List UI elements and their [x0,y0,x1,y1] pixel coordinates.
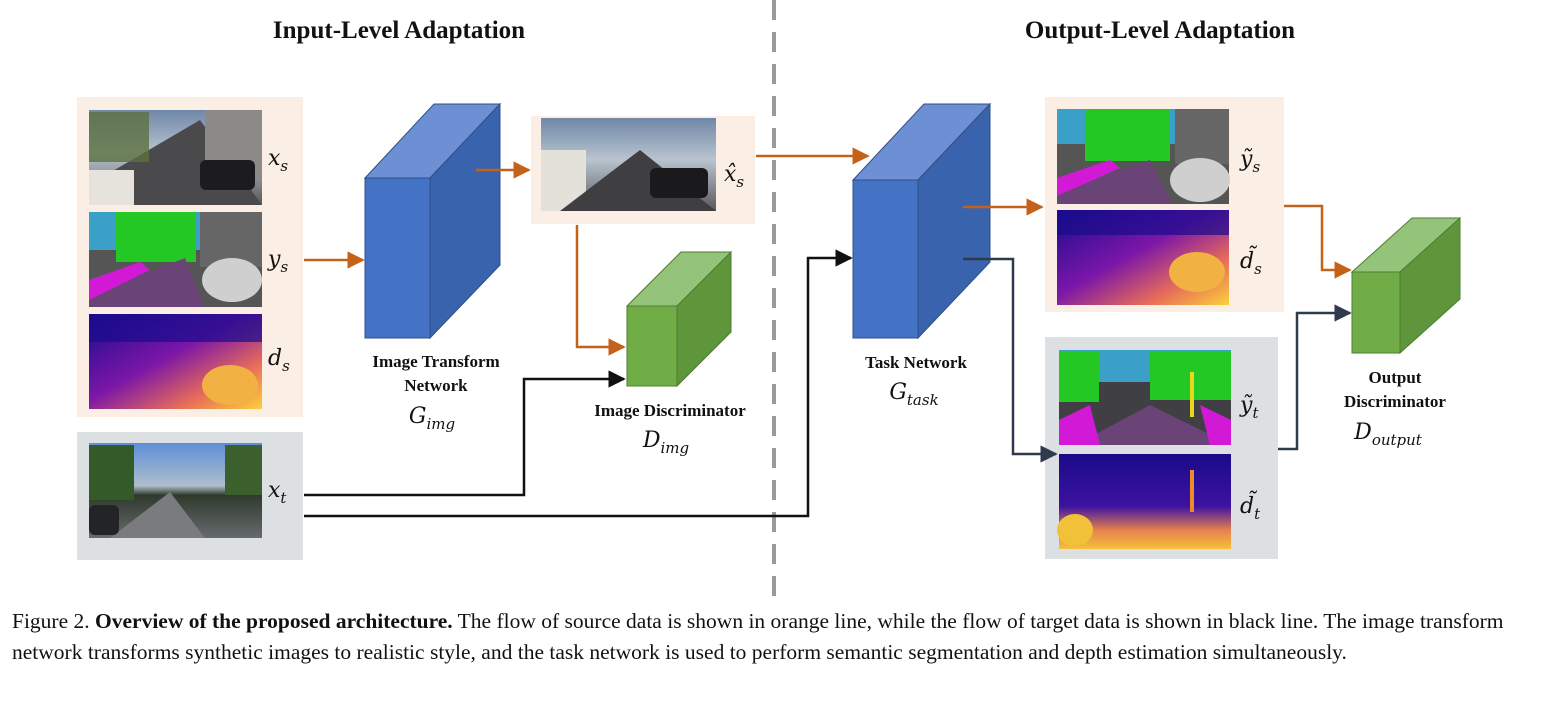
input-level-title: Input-Level Adaptation [273,17,525,44]
arrow-xhat-to-image-discriminator [575,225,626,356]
arrow-task-network-to-target-predictions [963,257,1058,463]
task-network-symbol: Gtask [889,380,938,409]
label-d-s: ds [268,346,290,375]
image-transform-network-block [363,102,502,340]
image-transform-label-line2: Network [404,376,468,395]
label-x-t: xt [268,478,287,507]
image-discriminator-symbol: Dimg [642,428,689,457]
task-network-block [851,102,992,340]
arrow-xt-to-task-network [304,249,853,518]
label-dtilde-t: d̃t [1240,489,1261,523]
label-dtilde-s: d̃s [1240,244,1262,278]
caption-prefix: Figure 2. [12,609,96,633]
source-segmentation-prediction-thumbnail [1057,109,1230,204]
target-depth-prediction-thumbnail [1057,454,1231,549]
image-discriminator-block [625,250,733,388]
output-discriminator-label-line2: Discriminator [1344,392,1446,411]
figure-caption: Figure 2. Overview of the proposed archi… [12,606,1547,668]
output-discriminator-block [1350,216,1462,355]
caption-text: The flow of source data is shown in oran… [12,609,1504,664]
task-network-label: Task Network [865,353,967,372]
target-image-thumbnail [89,443,262,538]
arrow-target-predictions-to-output-discriminator [1278,304,1352,451]
label-xhat-s: x̂s [724,162,744,191]
output-discriminator-symbol: Doutput [1353,420,1423,449]
label-ytilde-s: ỹs [1239,147,1260,176]
source-segmentation-thumbnail [89,212,262,307]
output-level-title: Output-Level Adaptation [1025,17,1295,44]
source-depth-thumbnail [89,314,262,409]
output-discriminator-label-line1: Output [1369,368,1422,387]
image-transform-label-line1: Image Transform [372,352,499,371]
source-depth-prediction-thumbnail [1057,210,1229,305]
translated-image-thumbnail [541,118,716,211]
arrow-source-predictions-to-output-discriminator [1284,204,1352,279]
image-transform-symbol: Gimg [409,404,455,433]
image-discriminator-label: Image Discriminator [594,401,746,420]
label-x-s: xs [268,146,288,175]
target-segmentation-prediction-thumbnail [1059,350,1231,445]
label-y-s: ys [267,247,288,276]
arrow-xt-to-image-discriminator [304,370,626,497]
caption-bold-title: Overview of the proposed architecture. [95,609,453,633]
source-image-thumbnail [89,110,262,205]
label-ytilde-t: ỹt [1239,393,1259,422]
